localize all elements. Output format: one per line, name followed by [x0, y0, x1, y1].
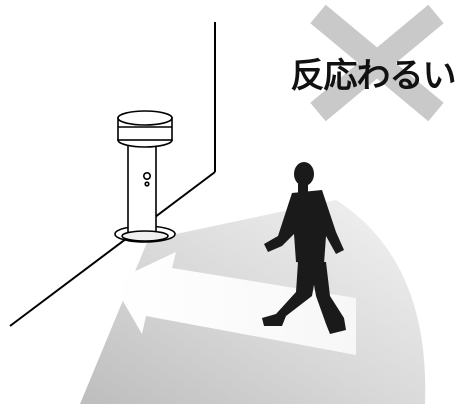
- poor-response-caption: 反応わるい: [290, 55, 457, 96]
- motion-sensor-pole: [114, 110, 176, 243]
- walk-direction-arrow: [112, 252, 356, 355]
- room-corner: [9, 22, 216, 327]
- walking-person: [262, 162, 346, 334]
- x-mark-icon: [310, 4, 444, 122]
